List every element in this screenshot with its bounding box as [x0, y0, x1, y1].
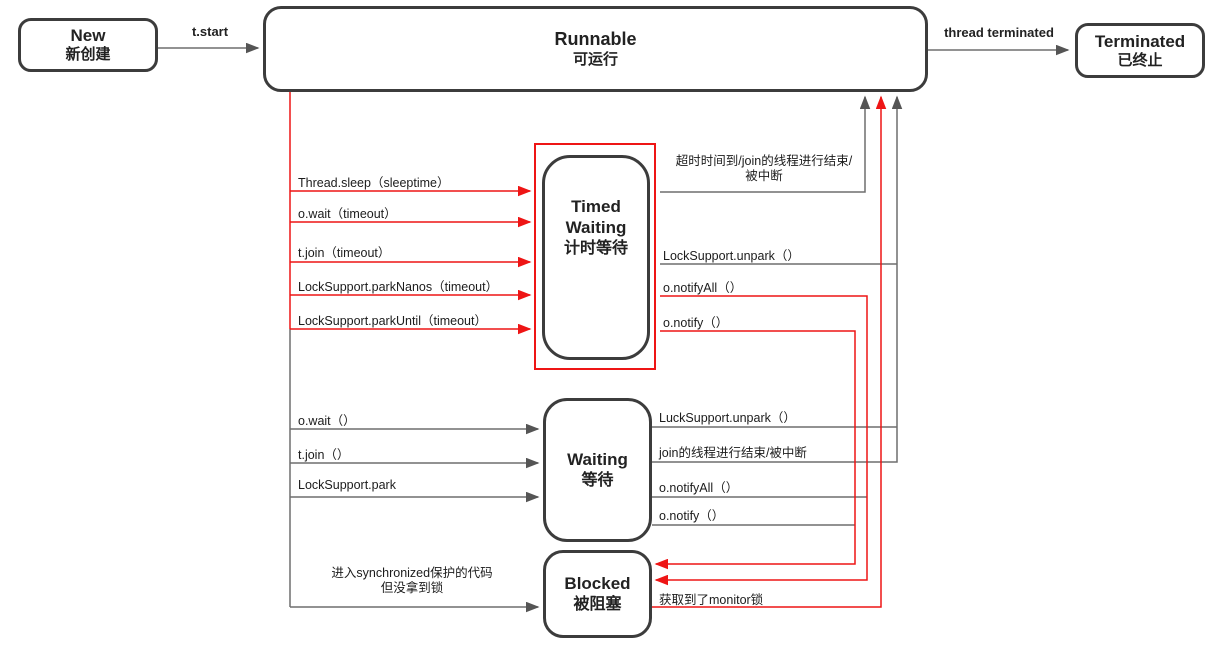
- node-waiting-title: Waiting: [567, 450, 628, 470]
- node-terminated-subtitle: 已终止: [1117, 51, 1163, 69]
- edge-label-synchronized: 进入synchronized保护的代码 但没拿到锁: [292, 566, 532, 596]
- edge-label-synchronized-line1: 进入synchronized保护的代码: [331, 566, 493, 580]
- edge-label-locksupport-park: LockSupport.park: [298, 478, 396, 492]
- node-blocked: Blocked 被阻塞: [543, 550, 652, 638]
- node-waiting-subtitle: 等待: [581, 471, 614, 489]
- node-runnable-title: Runnable: [554, 29, 637, 50]
- node-new-subtitle: 新创建: [65, 46, 111, 64]
- red-wires: [289, 92, 887, 608]
- gray-wires: [158, 42, 1070, 613]
- edge-label-monitor-lock: 获取到了monitor锁: [659, 593, 764, 607]
- node-timed-waiting-subtitle: 计时等待: [563, 239, 628, 257]
- edge-label-parkuntil: LockSupport.parkUntil（timeout）: [298, 314, 487, 328]
- edge-label-tw-notify: o.notify（）: [663, 316, 729, 330]
- node-timed-waiting-title-line1: Timed: [571, 197, 621, 216]
- edge-label-parknanos: LockSupport.parkNanos（timeout）: [298, 280, 499, 294]
- node-new-title: New: [70, 26, 106, 45]
- edge-label-t-start: t.start: [191, 24, 229, 39]
- edge-label-w-unpark: LuckSupport.unpark（）: [659, 411, 796, 425]
- node-blocked-title: Blocked: [564, 574, 631, 594]
- node-terminated-title: Terminated: [1094, 31, 1186, 51]
- edge-label-tjoin: t.join（）: [298, 448, 350, 462]
- edge-label-synchronized-line2: 但没拿到锁: [380, 581, 444, 595]
- edge-label-owait-timeout: o.wait（timeout）: [298, 207, 397, 221]
- node-waiting: Waiting 等待: [543, 398, 652, 542]
- edge-label-w-notify: o.notify（）: [659, 509, 725, 523]
- edge-label-thread-sleep: Thread.sleep（sleeptime）: [298, 176, 450, 190]
- edge-label-w-notifyall: o.notifyAll（）: [659, 481, 739, 495]
- edge-label-tw-unpark: LockSupport.unpark（）: [663, 249, 800, 263]
- edge-label-timeout-interrupt: 超时时间到/join的线程进行结束/ 被中断: [662, 154, 866, 184]
- node-blocked-subtitle: 被阻塞: [573, 595, 622, 613]
- edge-label-timeout-interrupt-line1: 超时时间到/join的线程进行结束/: [675, 154, 853, 168]
- node-timed-waiting: Timed Waiting 计时等待: [542, 155, 650, 360]
- node-timed-waiting-title-line2: Waiting: [565, 218, 627, 238]
- node-terminated: Terminated 已终止: [1075, 23, 1205, 78]
- node-runnable: Runnable 可运行: [263, 6, 928, 92]
- node-runnable-subtitle: 可运行: [572, 50, 618, 68]
- edge-label-thread-terminated: thread terminated: [944, 25, 1054, 40]
- edge-label-timeout-interrupt-line2: 被中断: [745, 169, 783, 183]
- edge-label-w-join-end: join的线程进行结束/被中断: [659, 446, 807, 460]
- timed-waiting-highlight-rect: [534, 143, 656, 370]
- edge-label-tw-notifyall: o.notifyAll（）: [663, 281, 743, 295]
- node-new: New 新创建: [18, 18, 158, 72]
- edge-label-owait: o.wait（）: [298, 414, 356, 428]
- edge-label-tjoin-timeout: t.join（timeout）: [298, 246, 391, 260]
